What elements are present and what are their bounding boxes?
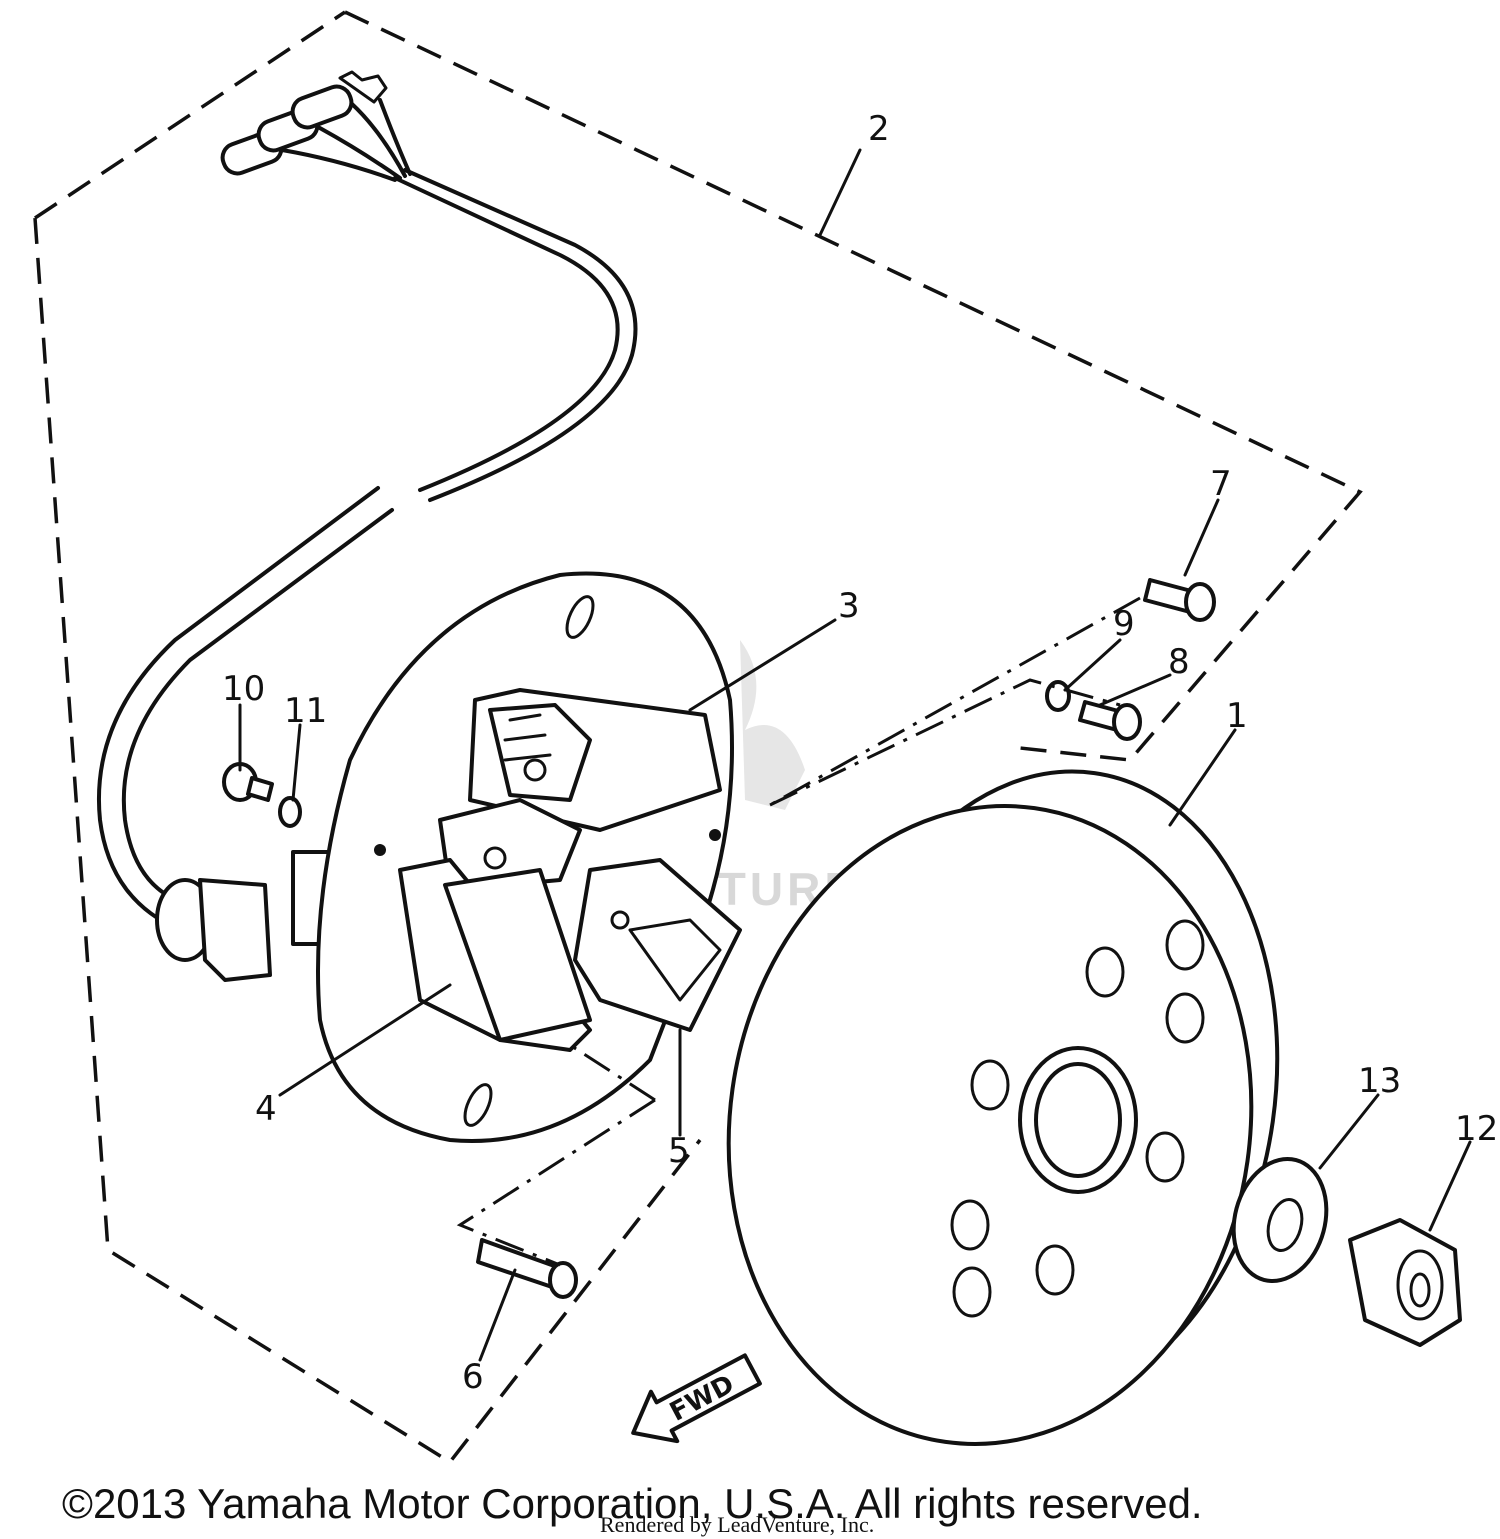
charge-coil	[468, 688, 722, 832]
lighting-coil-bracket	[573, 858, 742, 1032]
rendered-by-credit: Rendered by LeadVenture, Inc.	[600, 1512, 874, 1537]
callout-6: 6	[462, 1357, 484, 1397]
callout-2: 2	[868, 109, 890, 149]
flywheel-rotor	[726, 769, 1280, 1446]
screw-10	[222, 762, 274, 802]
callout-11: 11	[284, 691, 327, 731]
washer-11	[278, 796, 302, 828]
callout-5: 5	[668, 1131, 690, 1171]
assembly-boundary	[33, 10, 1363, 1465]
forward-direction-arrow: FWD	[631, 1353, 762, 1444]
copyright-notice: ©2013 Yamaha Motor Corporation, U.S.A. A…	[62, 1480, 1203, 1527]
callout-10: 10	[222, 669, 265, 709]
flange-nut	[1348, 1218, 1462, 1347]
callout-1: 1	[1226, 696, 1248, 736]
screw-7	[1143, 578, 1216, 622]
callout-4: 4	[255, 1089, 277, 1129]
callout-13: 13	[1358, 1061, 1401, 1101]
callout-7: 7	[1210, 464, 1232, 504]
screw-6	[476, 1238, 578, 1299]
callout-9: 9	[1113, 604, 1135, 644]
washer	[1231, 1156, 1329, 1284]
washer-9	[1045, 680, 1071, 712]
callout-12: 12	[1455, 1109, 1498, 1149]
callout-labels: 1 2 3 4 5 6 7 8 9 10 11 12 13	[222, 109, 1498, 1397]
leader-lines	[238, 148, 1472, 1362]
pulser-coil	[398, 798, 592, 1052]
callout-8: 8	[1168, 642, 1190, 682]
callout-3: 3	[838, 586, 860, 626]
screw-8	[1078, 700, 1142, 741]
